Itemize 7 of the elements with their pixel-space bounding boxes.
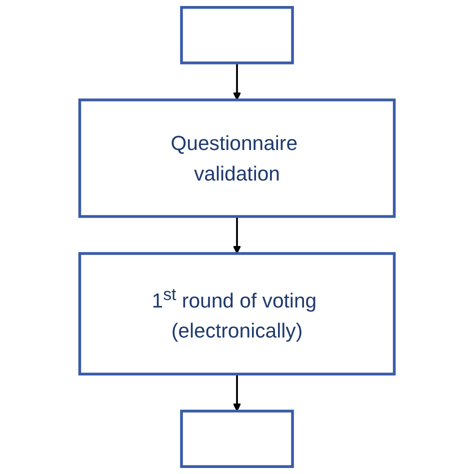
arrow [232, 216, 242, 254]
node-box: Questionnaire validation [78, 98, 396, 218]
node-box [180, 410, 294, 468]
node-box: 1$^{st}$ round of voting (electronically) [78, 252, 396, 376]
node-box [180, 6, 294, 64]
arrow [232, 374, 242, 412]
arrow [232, 62, 242, 100]
